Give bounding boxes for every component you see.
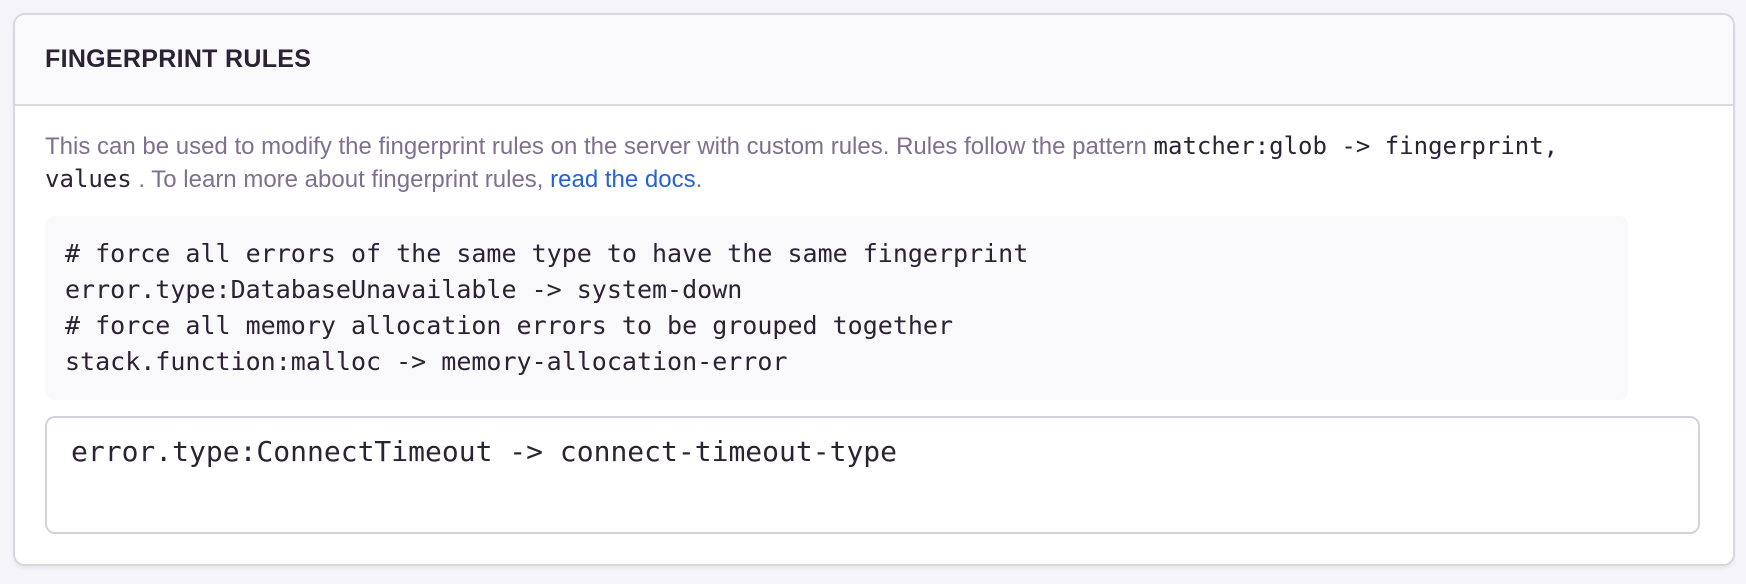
inline-code-values: values <box>45 165 132 193</box>
description-period: . <box>695 166 703 193</box>
fingerprint-rules-panel: FINGERPRINT RULES This can be used to mo… <box>13 13 1735 566</box>
fingerprint-rules-input[interactable]: error.type:ConnectTimeout -> connect-tim… <box>45 416 1700 534</box>
fingerprint-rules-example-code: # force all errors of the same type to h… <box>45 216 1628 400</box>
inline-code-pattern: matcher:glob -> fingerprint, <box>1153 132 1559 160</box>
panel-title: FINGERPRINT RULES <box>45 45 312 73</box>
description-paragraph: This can be used to modify the fingerpri… <box>45 130 1700 196</box>
panel-header: FINGERPRINT RULES <box>15 15 1733 106</box>
read-the-docs-link[interactable]: read the docs <box>550 166 696 193</box>
panel-body: This can be used to modify the fingerpri… <box>15 106 1733 564</box>
description-text-intro: This can be used to modify the fingerpri… <box>45 133 1154 160</box>
description-text-middle: . To learn more about fingerprint rules, <box>131 166 551 193</box>
